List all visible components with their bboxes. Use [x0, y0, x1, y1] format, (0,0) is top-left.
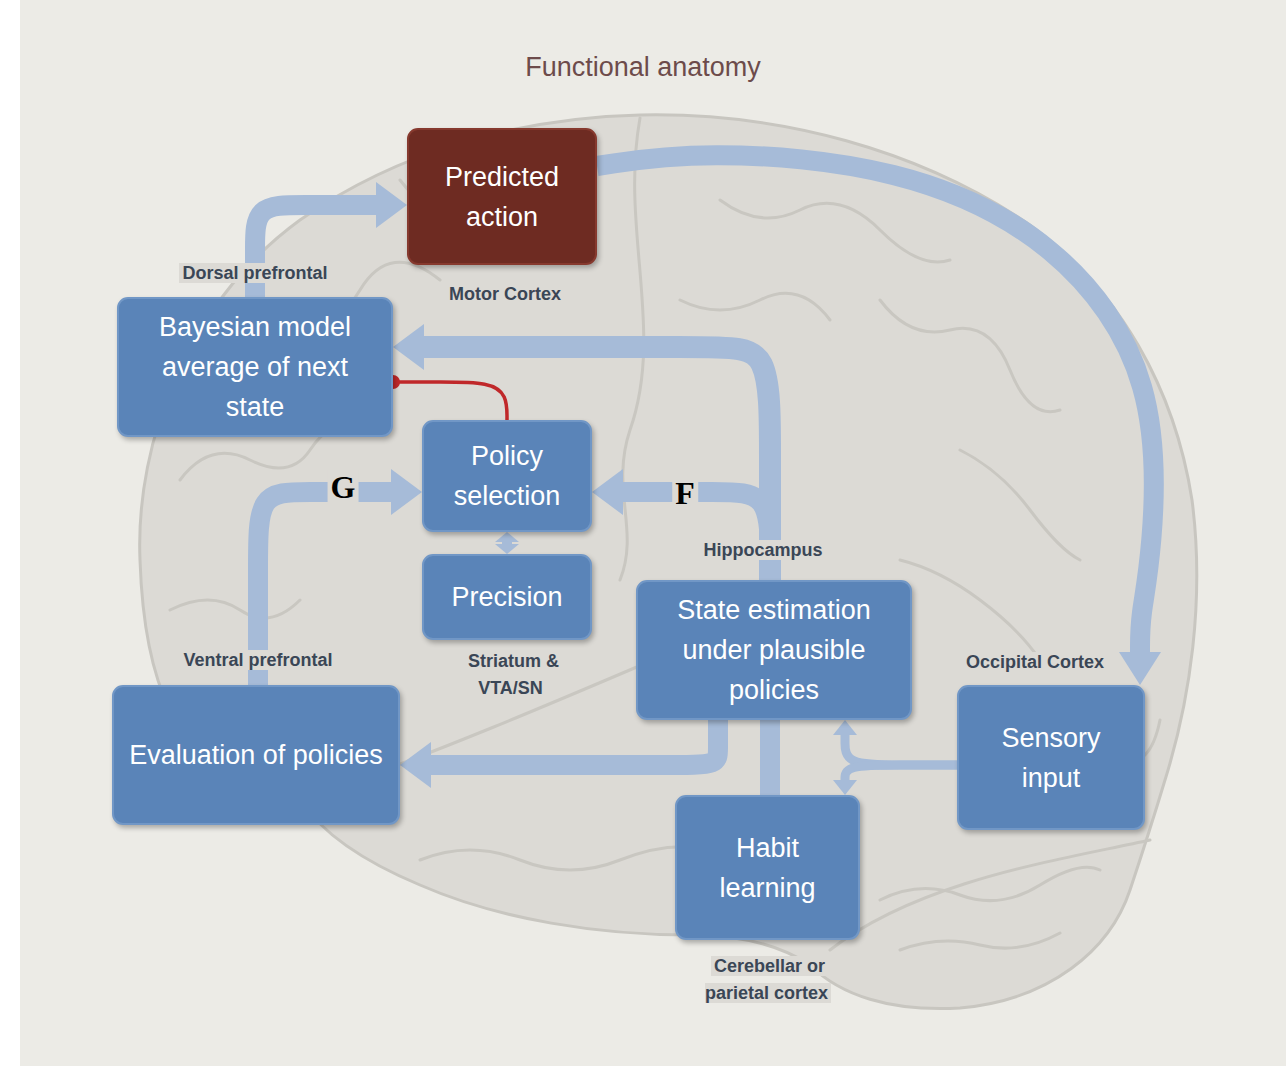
region-label: Occipital Cortex — [963, 652, 1107, 672]
connector — [386, 375, 507, 420]
connector-line — [845, 765, 957, 781]
process-box: Policy selection — [422, 420, 592, 532]
diagram-title: Functional anatomy — [0, 52, 1286, 83]
cerebellum-fold — [900, 933, 1060, 950]
process-box: State estimation under plausible policie… — [636, 580, 912, 720]
connector — [495, 532, 519, 554]
connector — [400, 720, 718, 788]
arrowhead — [391, 469, 422, 515]
brain-outline — [140, 115, 1197, 1009]
arrowhead — [376, 182, 407, 228]
connector — [833, 720, 957, 765]
arrowhead — [1119, 652, 1161, 685]
region-label: Motor Cortex — [446, 284, 564, 304]
box-text: Precision — [451, 577, 562, 617]
box-text: Policy selection — [438, 436, 576, 516]
box-text: Evaluation of policies — [129, 735, 383, 775]
region-label: Dorsal prefrontal — [179, 263, 330, 283]
process-box: Habit learning — [675, 795, 860, 940]
edge-label: G — [328, 470, 359, 504]
arrowhead — [833, 780, 857, 795]
arrowhead — [393, 324, 424, 370]
region-label-holder: Dorsal prefrontal — [155, 260, 355, 287]
region-label: Hippocampus — [700, 540, 825, 560]
connector-line — [760, 720, 780, 795]
region-label: Striatum & VTA/SN — [465, 651, 559, 698]
box-text: State estimation under plausible policie… — [652, 590, 896, 710]
connector — [833, 765, 957, 795]
gyrus-line — [900, 560, 1040, 660]
process-box: Evaluation of policies — [112, 685, 400, 825]
region-label-holder: Motor Cortex — [405, 281, 605, 308]
connector-line — [845, 734, 957, 765]
background-panel — [20, 0, 1286, 1066]
arrowhead — [592, 469, 623, 515]
gyrus-line — [720, 200, 950, 262]
process-box: Precision — [422, 554, 592, 640]
gyrus-line — [960, 450, 1080, 560]
process-box: Sensory input — [957, 685, 1145, 830]
region-label-holder: Cerebellar or parietal cortex — [683, 953, 853, 1007]
region-label: Cerebellar or parietal cortex — [705, 956, 831, 1003]
connector — [770, 720, 771, 795]
region-label: Ventral prefrontal — [180, 650, 335, 670]
gyrus-line — [680, 293, 830, 320]
arrowhead — [833, 720, 857, 735]
box-text: Bayesian model average of next state — [133, 307, 377, 427]
process-box: Bayesian model average of next state — [117, 297, 393, 437]
cerebellum-border — [830, 840, 1150, 950]
brain-gyri — [170, 118, 1160, 950]
edge-label: F — [672, 476, 698, 510]
cerebellum-fold — [880, 867, 1100, 900]
gyrus-line — [880, 300, 1060, 412]
arrowhead — [495, 544, 519, 554]
gyrus-line — [420, 847, 710, 870]
gyrus-line — [170, 600, 300, 618]
connector — [592, 469, 770, 580]
box-text: Habit learning — [691, 828, 844, 908]
region-label-holder: Striatum & VTA/SN — [447, 648, 577, 702]
box-text: Predicted action — [423, 157, 581, 237]
arrowhead — [400, 742, 431, 788]
connector-line — [597, 155, 1154, 653]
box-text: Sensory input — [973, 718, 1129, 798]
arrowhead — [495, 532, 519, 542]
region-label-holder: Occipital Cortex — [935, 649, 1135, 676]
region-label-holder: Ventral prefrontal — [158, 647, 358, 674]
process-box: Predicted action — [407, 128, 597, 265]
region-label-holder: Hippocampus — [663, 537, 863, 564]
connector-line — [430, 720, 718, 765]
connector-line — [255, 205, 377, 297]
connector-line — [393, 382, 507, 420]
